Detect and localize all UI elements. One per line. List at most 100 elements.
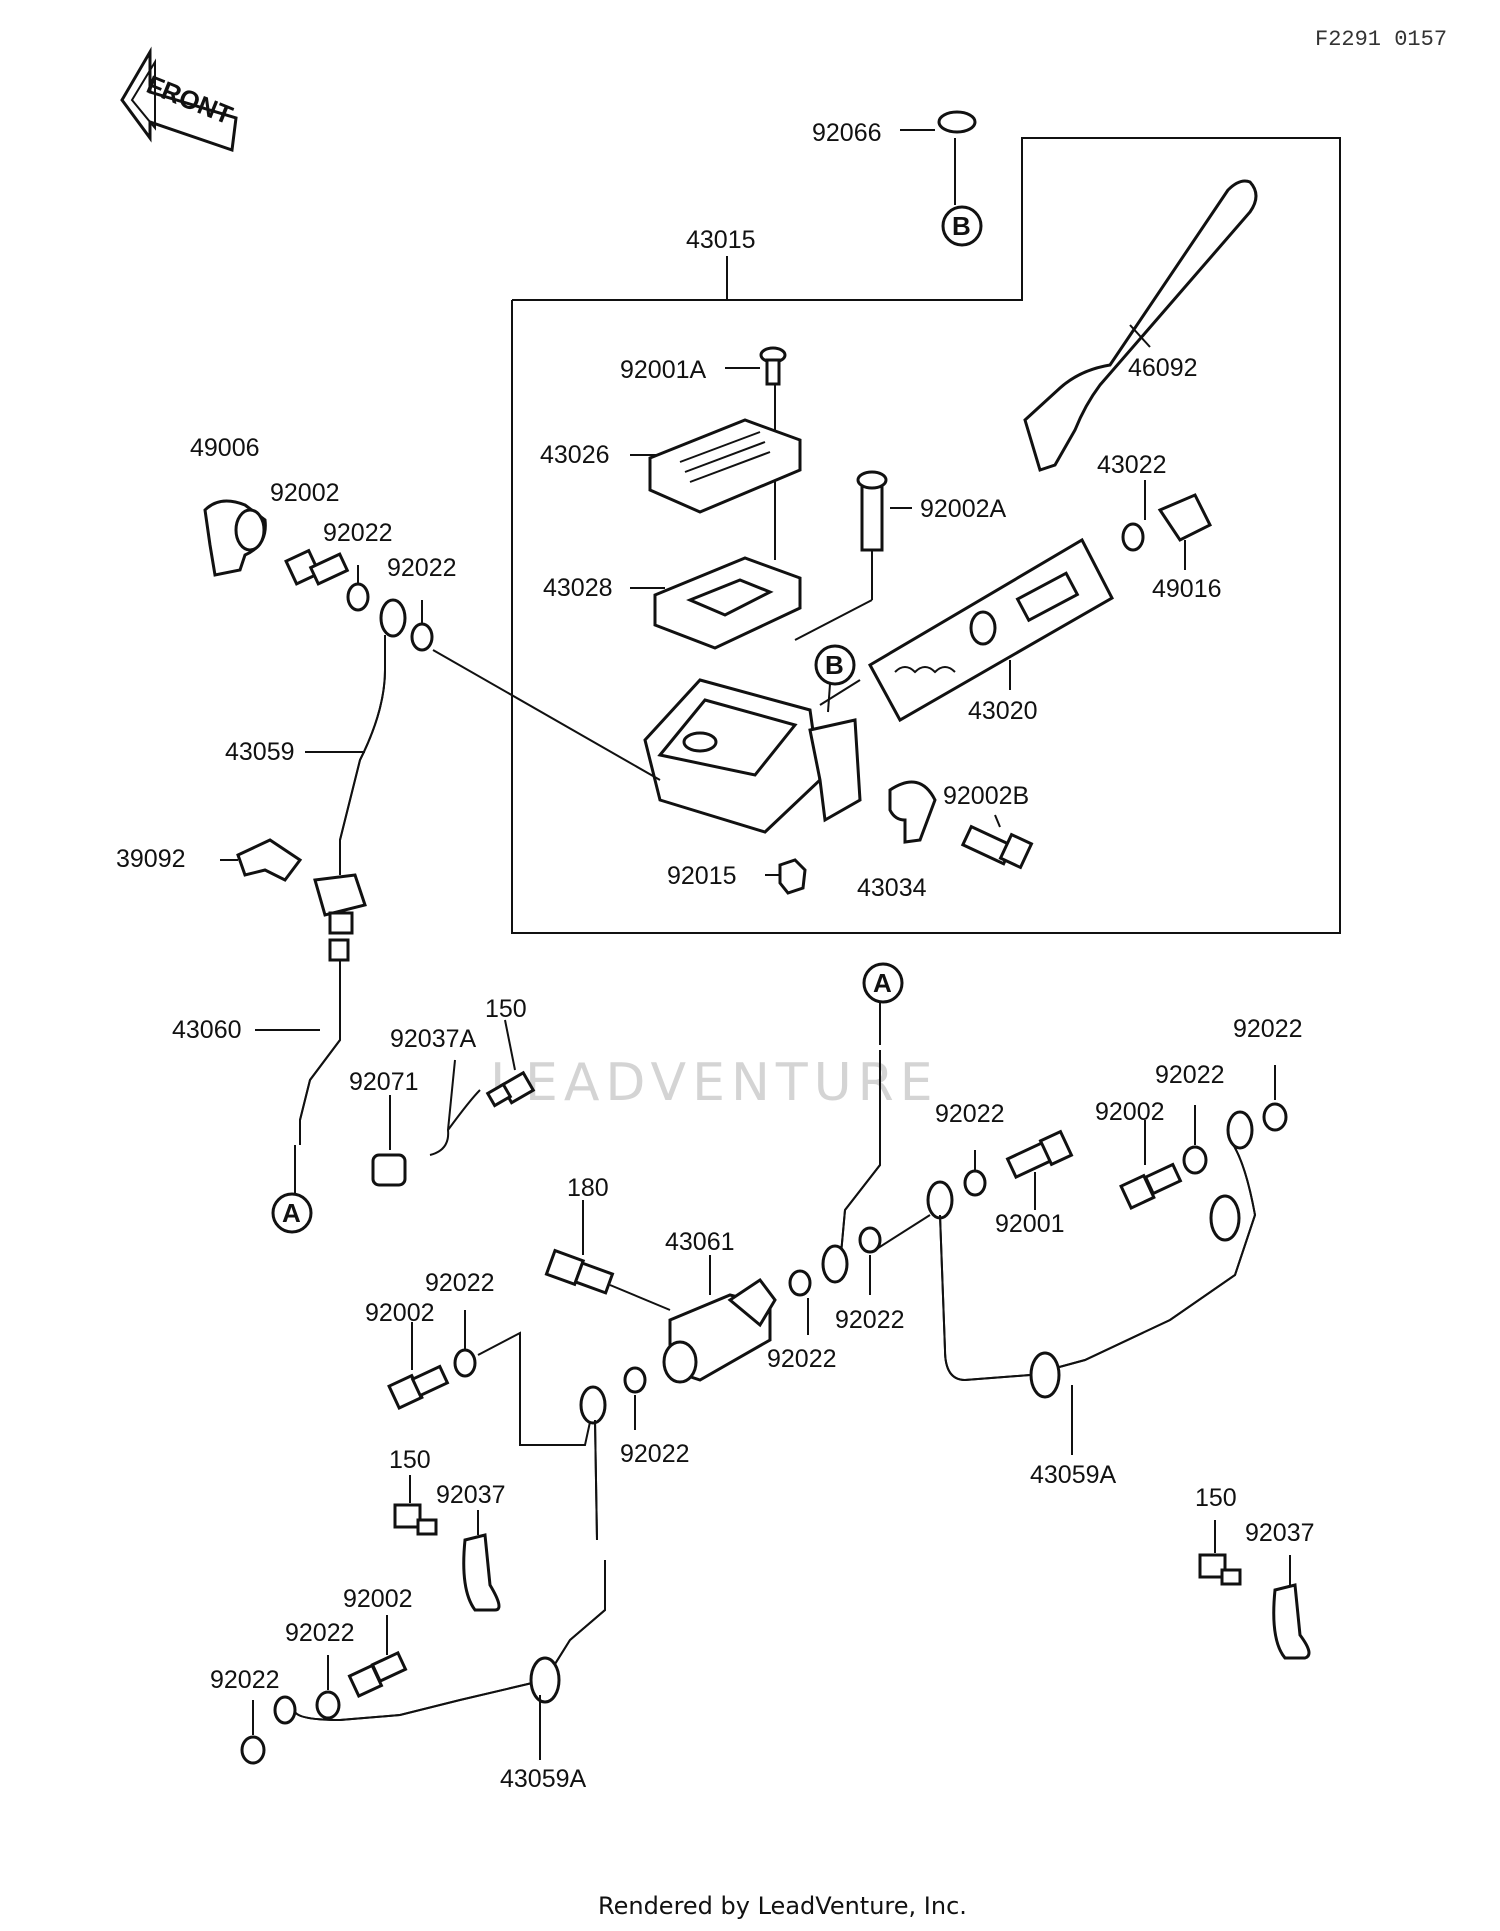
banjo-bolt-right-part — [1119, 1120, 1183, 1210]
label-92002B: 92002B — [943, 782, 1029, 810]
clip-bolt-left-part — [393, 1475, 438, 1536]
label-92002-a: 92002 — [270, 479, 340, 507]
reservoir-cap-part: B — [900, 110, 983, 247]
washer-lower-b-part — [315, 1655, 341, 1720]
joint-part — [662, 1255, 777, 1384]
label-92066: 92066 — [812, 119, 882, 147]
label-92002-b: 92002 — [1095, 1098, 1165, 1126]
boot-part — [1157, 493, 1213, 570]
clip-right-part — [1272, 1555, 1311, 1660]
banjo-bolt-92001-part — [1005, 1129, 1074, 1210]
front-arrow-icon: FRONT — [120, 46, 238, 153]
label-92022-k: 92022 — [210, 1666, 280, 1694]
label-92022-i: 92022 — [620, 1440, 690, 1468]
washer-lower-c-part — [240, 1700, 266, 1765]
clip-a-bolt-part — [485, 1019, 536, 1108]
label-43020: 43020 — [968, 697, 1038, 725]
brake-lever-part — [1023, 179, 1258, 472]
clamp-bolt-part — [960, 814, 1034, 870]
washer-upper-b-part — [410, 600, 434, 652]
banjo-cover-part — [203, 499, 267, 577]
connector-a-center: A — [821, 962, 904, 1284]
label-92022-h: 92022 — [767, 1345, 837, 1373]
washer-center-a-part — [788, 1269, 812, 1335]
washer-center-c-part — [963, 1150, 987, 1197]
label-43022: 43022 — [1097, 451, 1167, 479]
watermark-text: LEADVENTURE — [490, 1053, 939, 1113]
label-49006: 49006 — [190, 434, 260, 462]
grommet-part — [371, 1095, 407, 1187]
connector-b-mid: B — [814, 644, 856, 713]
connector-b-mid-label: B — [825, 650, 844, 680]
label-92022-d: 92022 — [1155, 1061, 1225, 1089]
label-92001: 92001 — [995, 1210, 1065, 1238]
footer-credit: Rendered by LeadVenture, Inc. — [598, 1892, 967, 1920]
label-43059A-a: 43059A — [1030, 1461, 1117, 1489]
brake-hose-upper-part — [305, 598, 407, 935]
label-43060: 43060 — [172, 1016, 242, 1044]
clamp-part — [888, 780, 937, 844]
washer-center-b-part — [858, 1226, 882, 1295]
connector-a-left: A — [271, 1192, 313, 1234]
label-92037A: 92037A — [390, 1025, 477, 1053]
washer-lower-a-part — [453, 1310, 591, 1446]
washer-upper-a-part — [346, 565, 370, 612]
label-92022-f: 92022 — [835, 1306, 905, 1334]
hose-clip-part — [220, 838, 303, 882]
master-cylinder-body-part — [643, 678, 862, 834]
clip-a-part — [429, 1059, 481, 1156]
label-43026: 43026 — [540, 441, 610, 469]
brake-hose-lower-part — [273, 1385, 607, 1760]
label-43061: 43061 — [665, 1228, 735, 1256]
label-92037-b: 92037 — [1245, 1519, 1315, 1547]
label-92002-d: 92002 — [343, 1585, 413, 1613]
clip-bolt-right-part — [1198, 1520, 1242, 1586]
circlip-part — [1121, 480, 1146, 552]
lever-pivot-bolt-part — [794, 470, 912, 641]
connector-a-center-label: A — [873, 968, 892, 998]
brake-hose-right-part — [874, 1110, 1257, 1455]
label-92037-a: 92037 — [436, 1481, 506, 1509]
label-43028: 43028 — [543, 574, 613, 602]
label-43059A-b: 43059A — [500, 1765, 587, 1793]
label-43015: 43015 — [686, 226, 756, 254]
washer-right-b-part — [1182, 1105, 1208, 1175]
piston-kit-part — [819, 537, 1114, 723]
label-92022-e: 92022 — [935, 1100, 1005, 1128]
connector-b-top-icon — [941, 205, 983, 247]
bolt-180-part — [544, 1200, 671, 1311]
label-46092: 46092 — [1128, 354, 1198, 382]
label-43059: 43059 — [225, 738, 295, 766]
banjo-bolt-lower-b-part — [347, 1615, 408, 1699]
clip-left-part — [462, 1510, 501, 1612]
label-43034: 43034 — [857, 874, 927, 902]
label-92022-j: 92022 — [285, 1619, 355, 1647]
nut-part — [765, 858, 807, 895]
label-92022-c: 92022 — [1233, 1015, 1303, 1043]
label-92022-g: 92022 — [425, 1269, 495, 1297]
label-150-c: 150 — [1195, 1484, 1237, 1512]
label-49016: 49016 — [1152, 575, 1222, 603]
diaphragm-part — [630, 556, 802, 650]
banjo-bolt-upper-part — [284, 548, 350, 586]
label-92002-c: 92002 — [365, 1299, 435, 1327]
label-180: 180 — [567, 1174, 609, 1202]
label-92071: 92071 — [349, 1068, 419, 1096]
label-92001A: 92001A — [620, 356, 707, 384]
washer-center-d-part — [623, 1366, 647, 1430]
washer-right-a-part — [1262, 1065, 1288, 1132]
banjo-bolt-lower-part — [387, 1322, 450, 1410]
connector-a-center-icon — [862, 962, 904, 1004]
reservoir-cover-part — [630, 418, 802, 514]
label-92022-a: 92022 — [323, 519, 393, 547]
diagram-code: F2291 0157 — [1315, 27, 1447, 52]
label-92002A: 92002A — [920, 495, 1007, 523]
label-39092: 39092 — [116, 845, 186, 873]
label-92022-b: 92022 — [387, 554, 457, 582]
label-92015: 92015 — [667, 862, 737, 890]
master-cylinder-assembly-box — [511, 137, 1341, 934]
leader-line-hose-to-body — [432, 649, 661, 781]
label-150-b: 150 — [389, 1446, 431, 1474]
connector-a-left-icon — [271, 1192, 313, 1234]
